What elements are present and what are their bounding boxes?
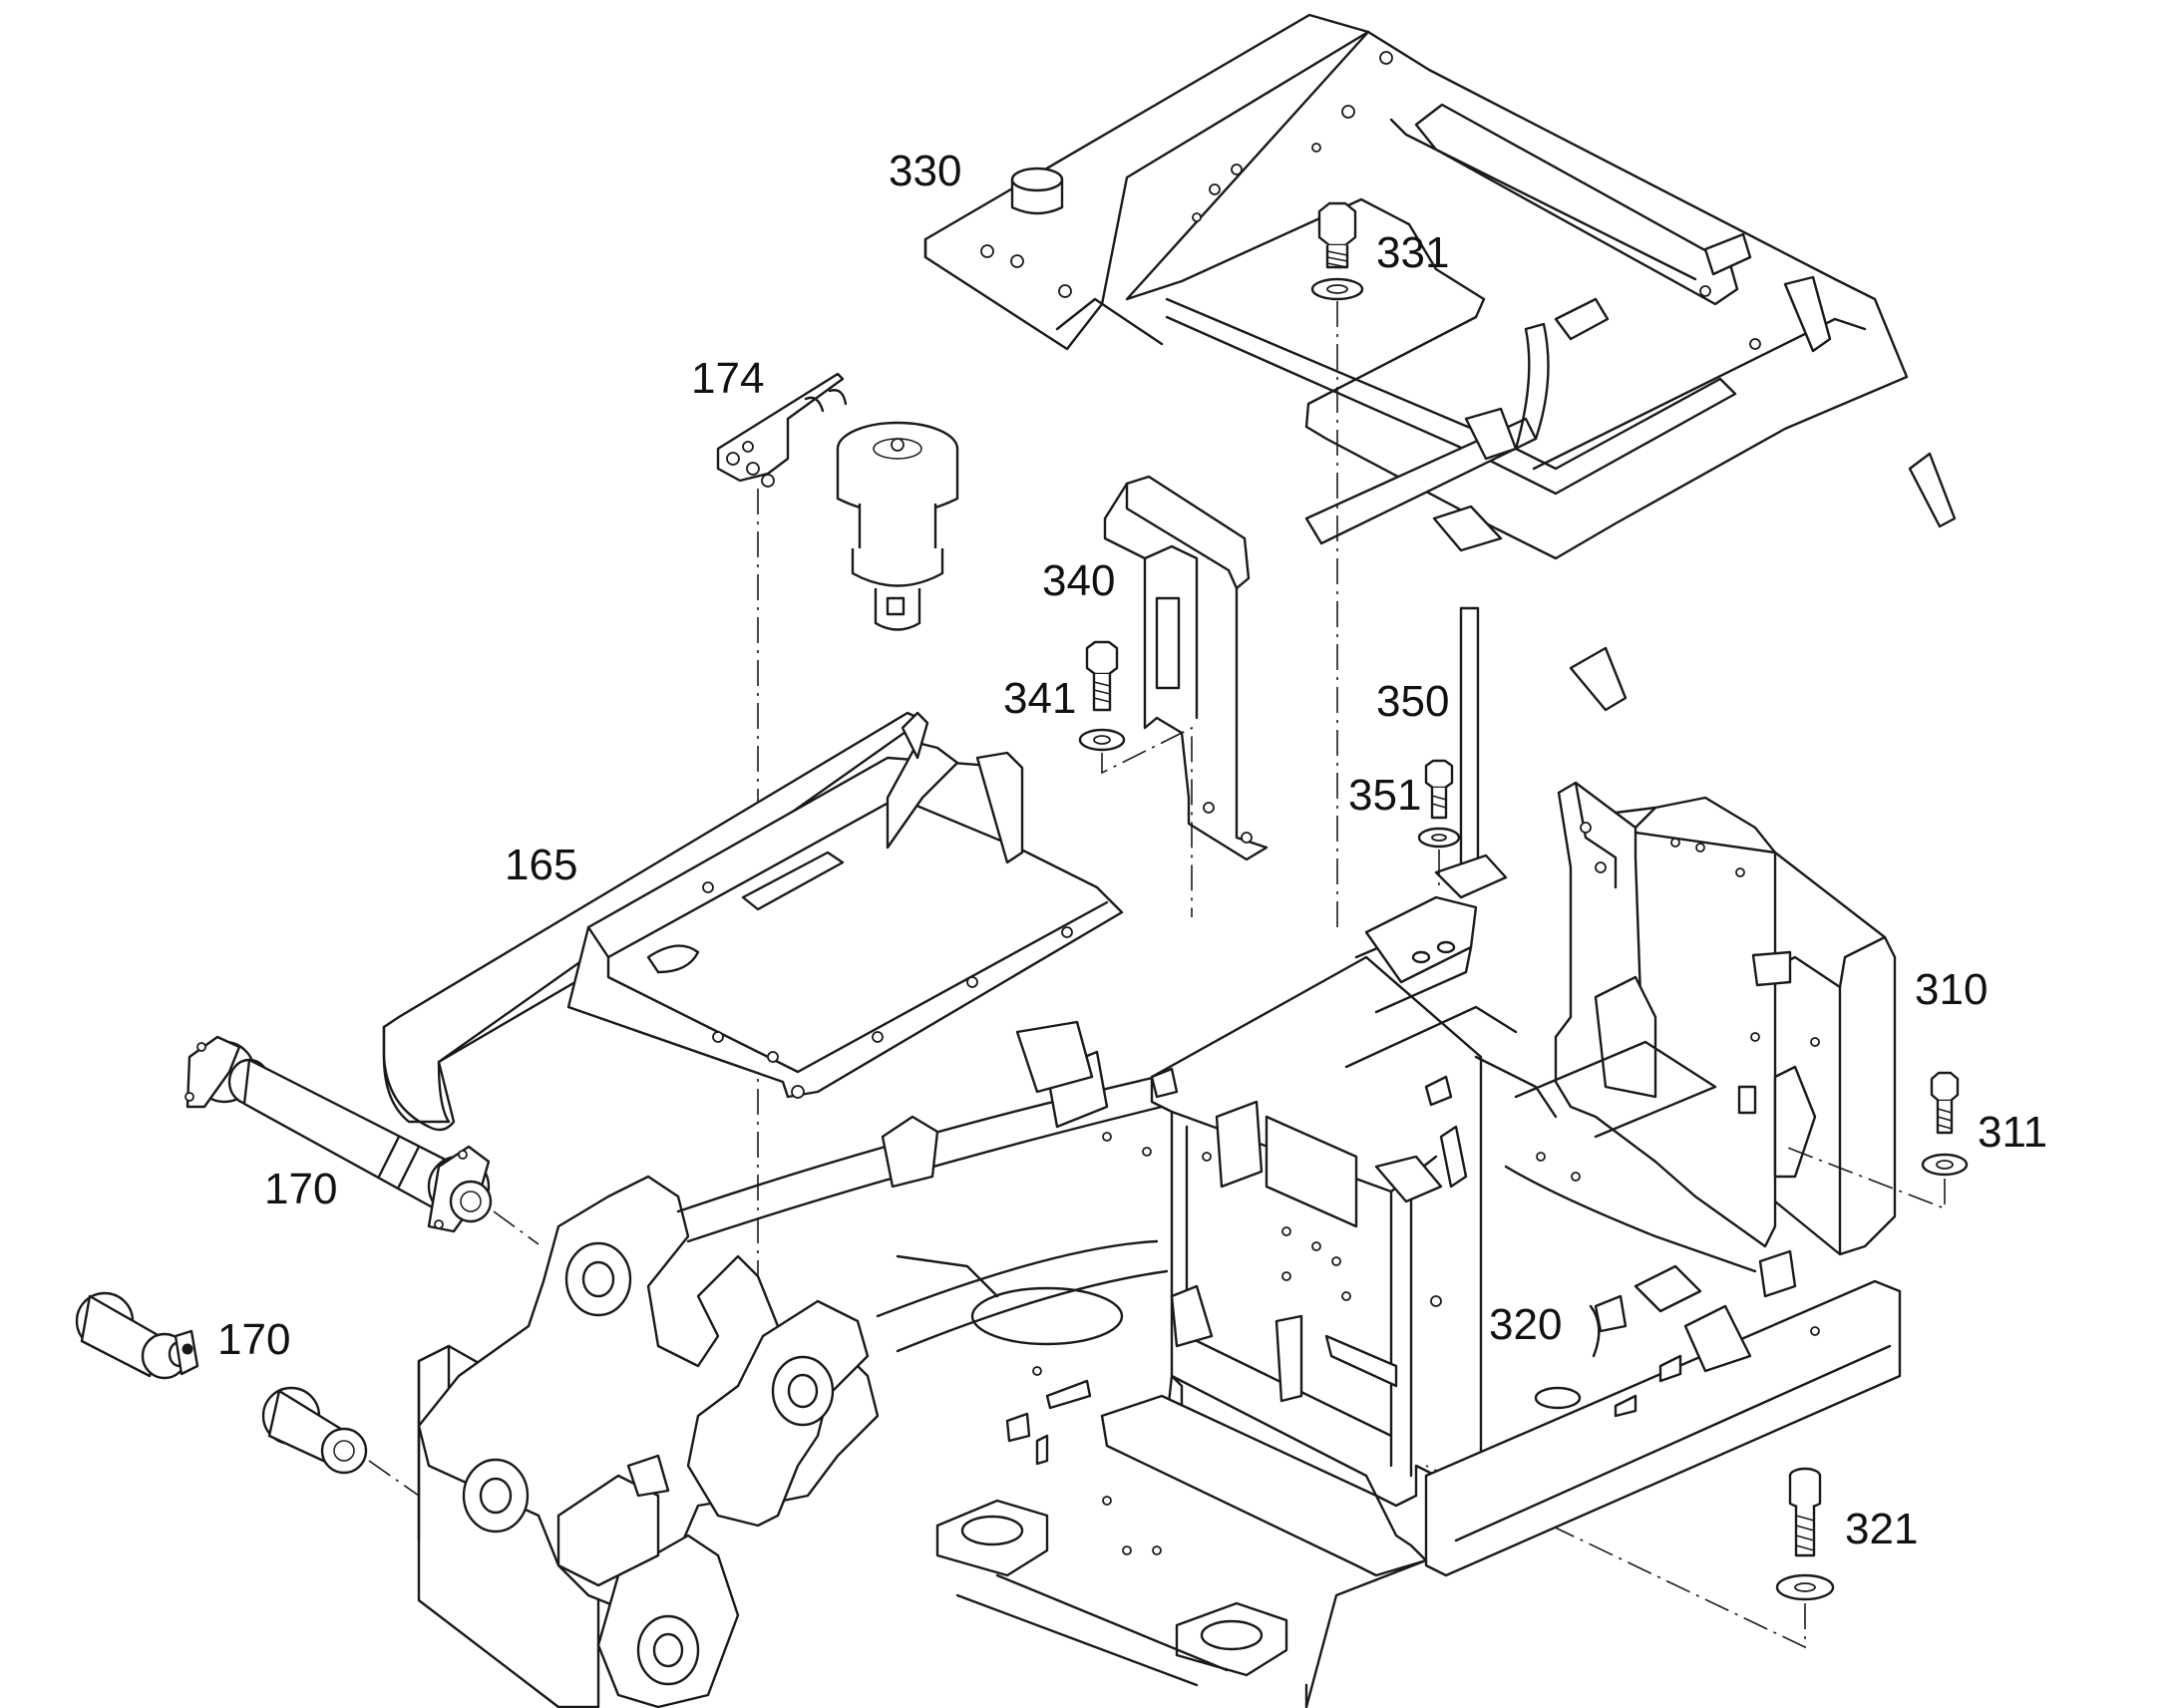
part-350-post <box>1432 505 1508 899</box>
part-351-bolt-washer <box>1417 759 1461 849</box>
callout-170-lower: 170 <box>217 1315 290 1364</box>
callout-340: 340 <box>1042 556 1115 605</box>
part-311-bolt-washer <box>1921 1071 1969 1177</box>
part-320-central-frame <box>1150 955 1483 1508</box>
callout-165: 165 <box>505 841 577 889</box>
leader-170-upper <box>493 1210 540 1245</box>
callout-351: 351 <box>1348 771 1421 820</box>
part-340-support-bracket <box>1103 475 1269 861</box>
callout-170-upper: 170 <box>264 1165 337 1213</box>
leader-311 <box>1784 1146 1946 1210</box>
callout-310: 310 <box>1915 965 1988 1014</box>
callout-174: 174 <box>691 354 764 403</box>
callout-320-arc <box>1589 1304 1601 1358</box>
part-165-tray <box>382 711 1124 1132</box>
leader-170-lower <box>368 1460 420 1497</box>
part-310-side-panel <box>1554 781 1897 1256</box>
callout-350: 350 <box>1376 677 1449 726</box>
leader-341 <box>1101 726 1193 917</box>
callout-321: 321 <box>1845 1505 1918 1553</box>
callout-341: 341 <box>1003 674 1076 723</box>
part-330-upper-frame <box>923 13 1957 712</box>
part-341-bolt-washer <box>1078 640 1126 752</box>
part-170-pin-lower <box>75 1291 368 1475</box>
main-base-frame <box>417 895 1902 1708</box>
part-331-bolt-washer <box>1310 201 1364 301</box>
part-174-swivel-joint <box>716 372 959 631</box>
callout-320: 320 <box>1489 1300 1562 1349</box>
callout-331: 331 <box>1376 228 1449 277</box>
callout-330: 330 <box>889 147 961 195</box>
part-170-pin-upper <box>184 1035 493 1233</box>
callout-311: 311 <box>1978 1108 2047 1157</box>
part-321-bolt-washer <box>1775 1467 1835 1601</box>
